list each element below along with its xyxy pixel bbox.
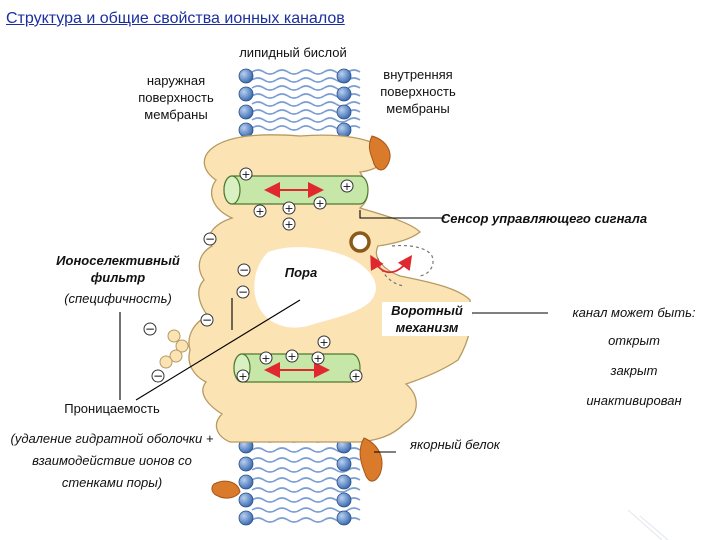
- svg-text:+: +: [287, 350, 296, 363]
- pore-label: Пора: [284, 265, 318, 280]
- gate-arrow: [370, 254, 413, 274]
- svg-text:+: +: [241, 168, 250, 181]
- channel-states-title: канал может быть:: [572, 305, 696, 320]
- filter-label: Ионоселективный фильтр: [56, 253, 180, 285]
- lipid-head-icon: [238, 68, 352, 138]
- gate-label: Воротный механизм: [382, 302, 472, 336]
- svg-text:+: +: [238, 370, 247, 383]
- svg-text:+: +: [255, 205, 264, 218]
- sensor-label: Сенсор управляющего сигнала: [440, 211, 648, 226]
- anchor-protein-lower: [359, 437, 383, 482]
- gate-mechanism: [377, 244, 434, 287]
- lipid-tails-upper: [251, 69, 361, 131]
- sensor-ring: [349, 231, 371, 253]
- svg-text:−: −: [205, 232, 215, 246]
- svg-text:+: +: [284, 202, 293, 215]
- svg-text:+: +: [342, 180, 351, 193]
- svg-text:+: +: [319, 336, 328, 349]
- anchor-protein-left: [211, 480, 241, 499]
- plus-charge-icon: + + + + + + + + + + + +: [236, 167, 363, 383]
- pore-lumen: [254, 247, 376, 328]
- svg-text:−: −: [153, 369, 163, 383]
- minus-charge-icon: − − − − − −: [143, 232, 251, 383]
- anchor-protein-label: якорный белок: [410, 437, 500, 452]
- anchor-protein-upper: [368, 135, 391, 171]
- outer-surface-label: наружная поверхность мембраны: [138, 73, 214, 122]
- lipid-bilayer-label: липидный бислой: [239, 45, 347, 60]
- pointer-lines: [119, 210, 548, 453]
- svg-text:+: +: [313, 352, 322, 365]
- svg-text:+: +: [284, 218, 293, 231]
- lipid-head-icon: [238, 438, 352, 526]
- upper-lipid-bilayer: [238, 68, 361, 138]
- amino-acid-chain: [159, 329, 189, 369]
- inner-surface-label: внутренняя поверхность мембраны: [380, 67, 456, 116]
- svg-text:−: −: [239, 263, 249, 277]
- filter-note: (специфичность): [64, 291, 172, 306]
- svg-text:+: +: [261, 352, 270, 365]
- state-open: открыт: [608, 333, 660, 348]
- permeability-note: (удаление гидратной оболочки + взаимодей…: [10, 431, 214, 490]
- lower-lipid-bilayer: [238, 437, 361, 526]
- permeability-label: Проницаемость: [64, 401, 160, 416]
- upper-helix: [223, 175, 369, 205]
- svg-text:−: −: [145, 322, 155, 336]
- svg-text:−: −: [202, 313, 212, 327]
- corner-decoration: [627, 509, 669, 540]
- svg-text:+: +: [351, 370, 360, 383]
- page-title: Структура и общие свойства ионных канало…: [6, 10, 345, 27]
- svg-text:−: −: [238, 285, 248, 299]
- state-closed: закрыт: [610, 363, 658, 378]
- state-inactivated: инактивирован: [586, 393, 682, 408]
- svg-text:+: +: [315, 197, 324, 210]
